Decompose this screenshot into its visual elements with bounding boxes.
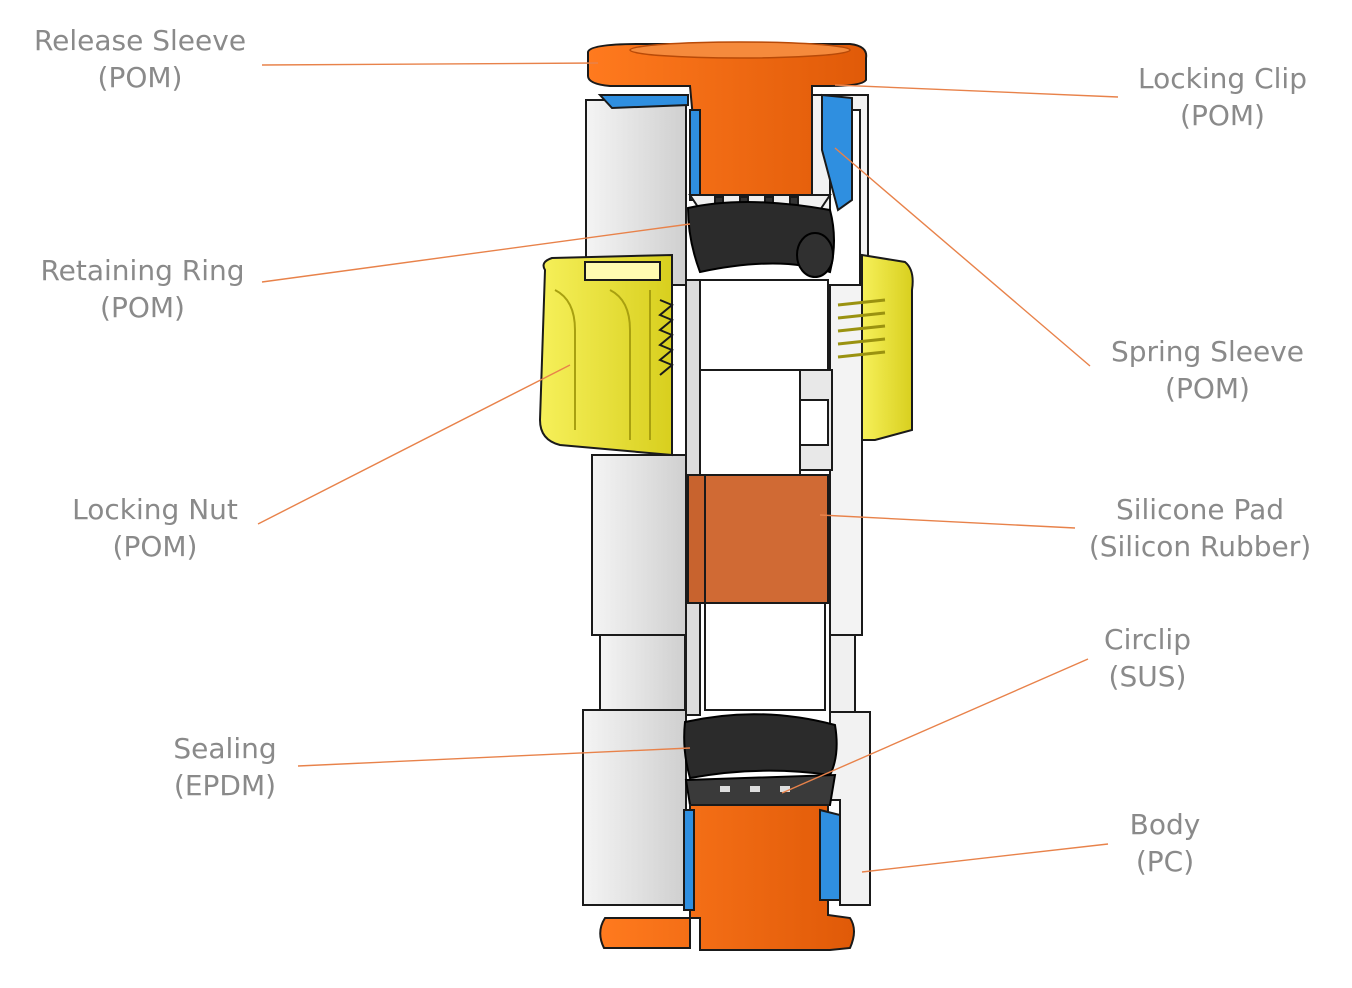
release-sleeve-part: [587, 41, 868, 196]
label-locking-nut: Locking Nut (POM): [55, 491, 255, 565]
label-spring-sleeve: Spring Sleeve (POM): [1100, 333, 1315, 407]
label-silicone-pad-material: (Silicon Rubber): [1088, 530, 1312, 563]
label-circlip-material: (SUS): [1108, 660, 1187, 693]
silicone-pad-part: [687, 474, 831, 604]
lower-tube-part: [599, 804, 855, 951]
label-release-sleeve-name: Release Sleeve: [33, 24, 247, 57]
label-release-sleeve: Release Sleeve (POM): [30, 22, 250, 96]
label-body-name: Body: [1129, 808, 1201, 841]
label-sealing-name: Sealing: [173, 732, 277, 765]
label-locking-clip-name: Locking Clip: [1138, 62, 1307, 95]
leader-retaining-ring: [261, 223, 691, 283]
label-silicone-pad: Silicone Pad (Silicon Rubber): [1080, 491, 1320, 565]
lower-sealing-part: [683, 713, 838, 806]
leader-release-sleeve: [261, 62, 599, 66]
locking-nut-part: [538, 253, 914, 457]
label-locking-nut-material: (POM): [112, 530, 198, 563]
leader-locking-nut: [257, 364, 571, 525]
label-sealing-material: (EPDM): [173, 769, 277, 802]
label-locking-nut-name: Locking Nut: [72, 493, 238, 526]
leader-spring-sleeve: [834, 147, 1091, 367]
label-locking-clip: Locking Clip (POM): [1120, 60, 1325, 134]
locking-clip-part: [597, 93, 853, 212]
leader-silicone-pad: [819, 514, 1076, 529]
label-silicone-pad-name: Silicone Pad: [1115, 493, 1285, 526]
upper-o-ring-part: [686, 201, 835, 278]
label-retaining-ring-material: (POM): [100, 291, 185, 324]
label-locking-clip-material: (POM): [1180, 99, 1265, 132]
leader-locking-clip: [834, 84, 1119, 98]
leader-sealing: [297, 747, 691, 767]
leader-lines: [257, 62, 1119, 873]
label-release-sleeve-material: (POM): [97, 61, 183, 94]
label-spring-sleeve-name: Spring Sleeve: [1110, 335, 1305, 368]
label-retaining-ring-name: Retaining Ring: [40, 254, 245, 287]
label-circlip-name: Circlip: [1104, 623, 1191, 656]
label-spring-sleeve-material: (POM): [1165, 372, 1250, 405]
label-body: Body (PC): [1110, 806, 1220, 880]
label-circlip: Circlip (SUS): [1090, 621, 1205, 695]
body-part: [582, 94, 871, 906]
leader-circlip: [781, 658, 1089, 794]
label-body-material: (PC): [1135, 845, 1195, 878]
leader-body: [861, 843, 1109, 873]
label-retaining-ring: Retaining Ring (POM): [30, 252, 255, 326]
label-sealing: Sealing (EPDM): [160, 730, 290, 804]
